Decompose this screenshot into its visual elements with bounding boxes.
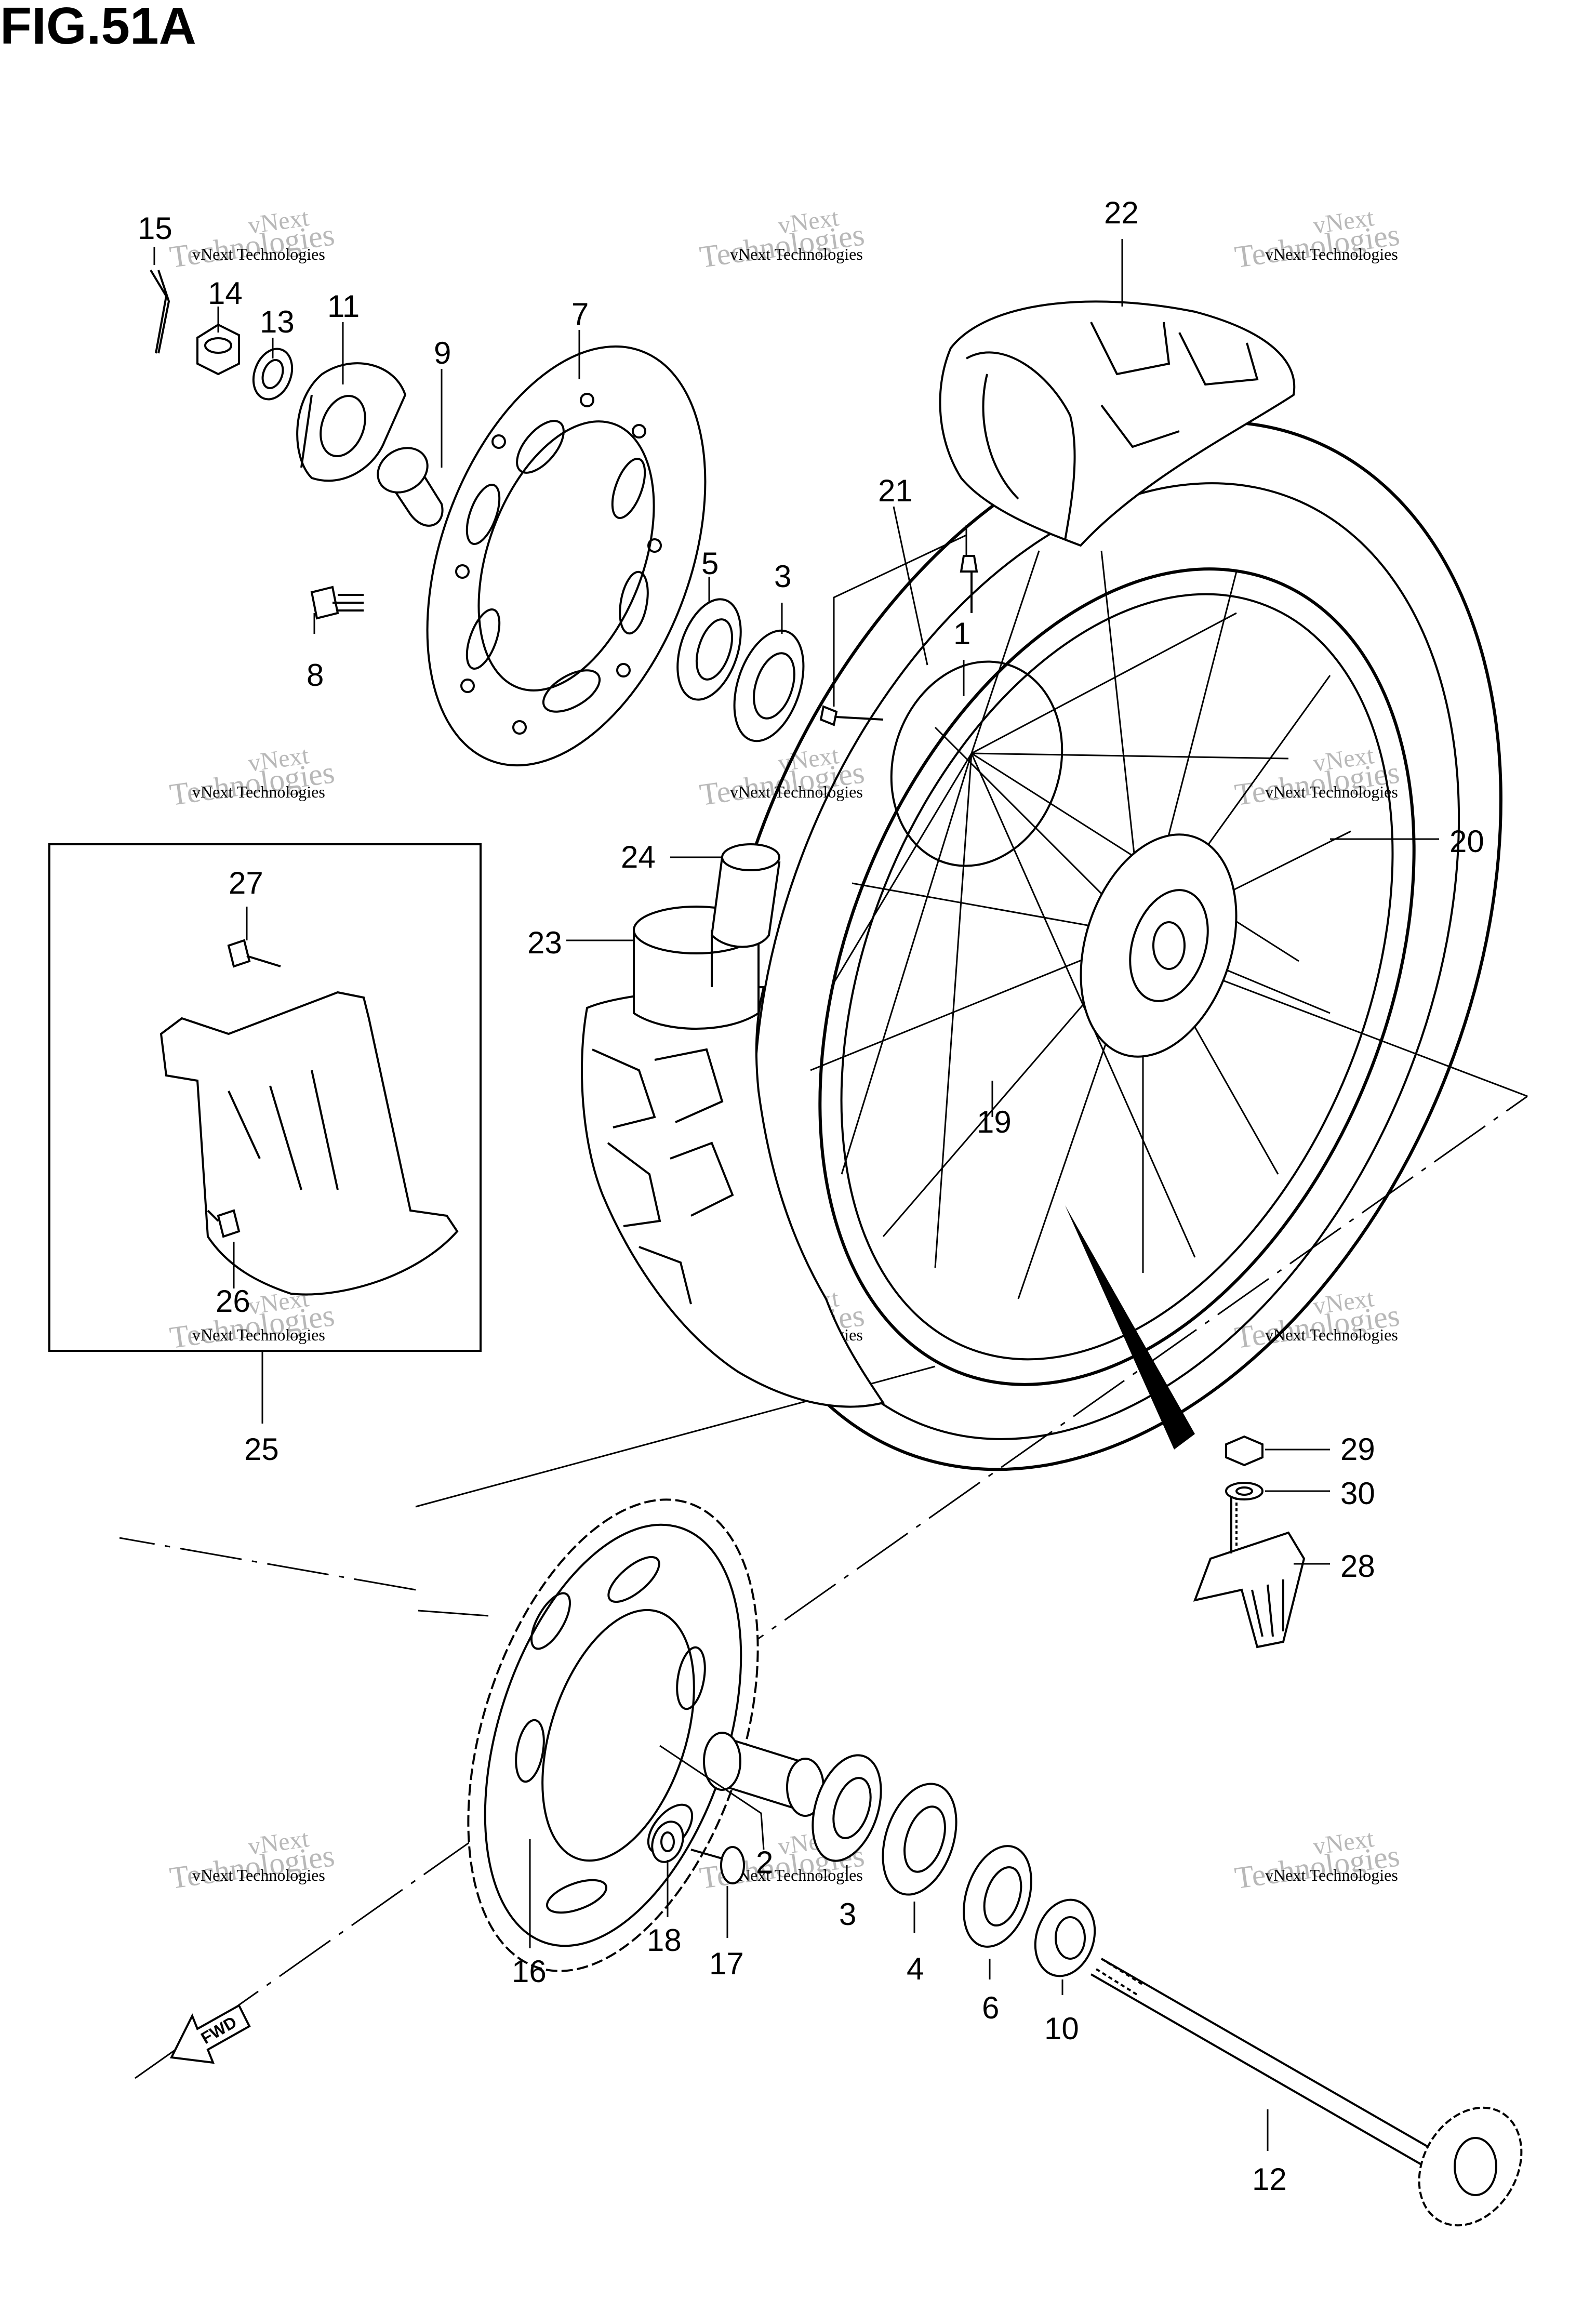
rear-wheel-assembly [581,300,1502,1471]
watermark: vNext Technologies vNext Technologies [1233,1825,1402,1895]
svg-text:vNext Technologies: vNext Technologies [192,1325,325,1344]
rim [818,567,1416,1386]
rim-lock-washer [1225,1482,1264,1500]
svg-text:vNext Technologies: vNext Technologies [192,1866,325,1884]
valve-and-nipples [819,555,978,726]
svg-text:vNext Technologies: vNext Technologies [730,245,863,263]
callout-12: 12 [1252,2162,1287,2197]
svg-text:vNext Technologies: vNext Technologies [192,245,325,263]
callout-8: 8 [307,658,324,693]
svg-text:vNext Technologies: vNext Technologies [730,782,863,801]
callout-30: 30 [1340,1476,1375,1511]
callout-numbers: 15 14 13 11 9 7 8 5 3 21 1 22 20 24 23 1… [138,195,1484,2197]
callout-29: 29 [1340,1432,1375,1467]
disc-bolt [310,586,364,620]
fwd-arrow-icon: FWD [169,2004,251,2064]
rim-lock-nut [1225,1435,1264,1467]
callout-17: 17 [709,1946,744,1981]
watermark: vNext Technologies vNext Technologies [168,204,337,274]
callout-18: 18 [647,1923,682,1958]
callout-7: 7 [571,297,589,331]
chain-adjuster [296,362,407,482]
hub [1080,833,1238,1058]
bearing [733,629,805,742]
callout-26: 26 [216,1284,250,1319]
callout-11: 11 [327,289,360,324]
svg-text:vNext Technologies: vNext Technologies [1265,245,1398,263]
callout-15: 15 [138,211,172,246]
svg-text:vNext Technologies: vNext Technologies [1265,1866,1398,1884]
callout-23: 23 [527,925,562,960]
callout-2: 2 [756,1845,773,1880]
callout-1: 1 [953,616,970,651]
washer [252,348,294,401]
tire-lower-section [581,986,885,1408]
callout-14: 14 [208,276,243,311]
spacer [377,447,444,527]
tire-tread-section [939,300,1296,547]
watermark: vNext Technologies vNext Technologies [168,741,337,812]
callout-22: 22 [1104,195,1139,230]
callout-5: 5 [701,546,719,581]
callout-3b: 3 [839,1897,856,1932]
leader-lines [153,239,1439,2151]
callout-27: 27 [229,866,263,900]
bearing-outer [882,1783,957,1896]
sprocket-washer [651,1821,684,1863]
svg-text:vNext Technologies: vNext Technologies [192,782,325,801]
bearing-lower [812,1754,882,1862]
callout-28: 28 [1340,1549,1375,1584]
cotter-pin [150,269,170,354]
callout-19: 19 [977,1105,1012,1139]
callout-10: 10 [1044,2011,1079,2046]
callout-4: 4 [907,1951,924,1986]
spokes [810,550,1351,1299]
assembly-arrow [1065,1205,1195,1450]
callout-9: 9 [434,336,451,370]
rear-axle [1090,1958,1523,2227]
svg-text:vNext Technologies: vNext Technologies [1265,782,1398,801]
callout-16: 16 [512,1954,547,1989]
callout-13: 13 [260,304,295,339]
figure-title: FIG.51A [0,0,196,55]
collar [1034,1898,1096,1977]
callout-6: 6 [982,1990,999,2025]
chain-guide-inset [48,843,482,1352]
rim-band [710,843,781,948]
brake-disc [426,345,707,767]
callout-3a: 3 [774,559,791,594]
tire-outline [711,420,1502,1471]
rim-lock [1193,1486,1306,1649]
watermark: vNext Technologies vNext Technologies [698,204,867,274]
watermark: vNext Technologies vNext Technologies [1233,204,1402,274]
rear-sprocket [467,1498,759,1972]
oil-seal-lower [963,1845,1032,1948]
callout-25: 25 [244,1432,279,1467]
oil-seal [676,598,742,701]
callout-20: 20 [1449,824,1484,859]
svg-text:vNext Technologies: vNext Technologies [730,1866,863,1884]
axle-nut [196,323,240,376]
callout-24: 24 [621,840,656,874]
sprocket-bolt [690,1846,745,1884]
watermark: vNext Technologies vNext Technologies [168,1825,337,1895]
callout-21: 21 [878,473,913,508]
